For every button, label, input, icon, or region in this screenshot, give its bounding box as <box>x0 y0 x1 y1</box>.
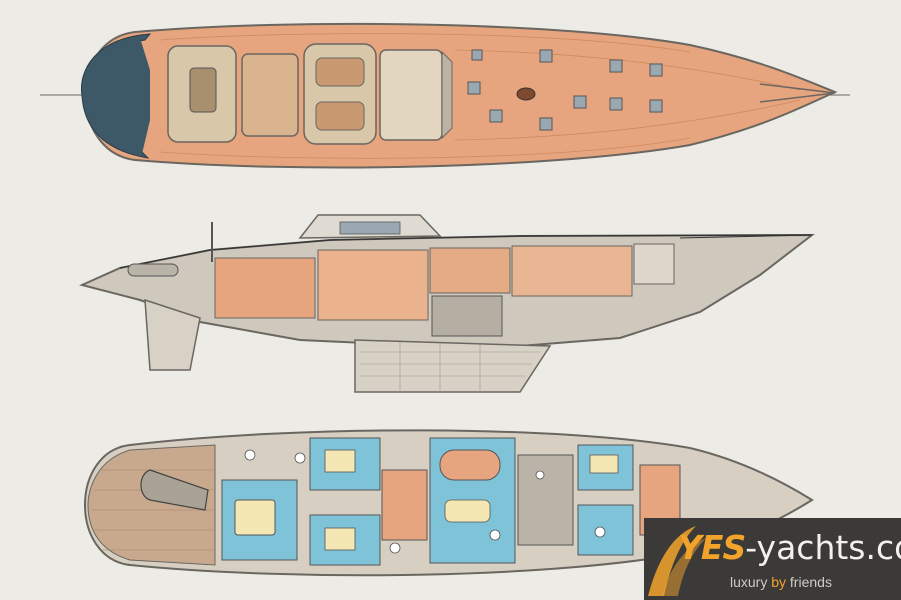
saloon-sofa <box>439 449 501 481</box>
steering-station <box>241 53 299 137</box>
forepeak-section <box>633 243 675 285</box>
guest-berth-1 <box>324 449 356 473</box>
galley <box>517 454 574 546</box>
profile-tender <box>127 263 179 277</box>
deck-stern-cap-fill <box>85 38 150 154</box>
brand-tagline-luxury: luxury <box>730 574 772 590</box>
aft-deck-teak <box>87 444 216 566</box>
bowsprit <box>759 83 836 103</box>
brand-logo-panel: YES-yachts.com luxury by friends <box>644 518 901 600</box>
crew-berth <box>589 454 619 474</box>
deckhouse <box>379 49 443 141</box>
brand-name-yes: YES <box>678 528 746 567</box>
deck-hatches <box>467 49 663 131</box>
aft-cockpit-table <box>189 67 217 113</box>
keel-grid <box>360 342 540 392</box>
aft-deck-planking <box>92 469 215 551</box>
brand-name-domain: -yachts.com <box>745 528 901 567</box>
brand-tagline: luxury by friends <box>730 574 832 590</box>
deckhouse-windscreen <box>441 50 453 140</box>
accommodation-plan-view <box>84 429 814 577</box>
profile-deck-line <box>119 234 813 269</box>
profile-bowsprit-rail <box>679 234 813 239</box>
crew-cabin-stbd <box>577 504 634 556</box>
saloon-table <box>444 499 491 523</box>
profile-windscreen <box>339 221 401 235</box>
aft-cabin-section <box>214 257 316 319</box>
guest-cockpit-seat <box>315 57 365 87</box>
keel <box>354 339 552 393</box>
engine-room <box>431 295 503 337</box>
guest-cabins-section <box>511 245 633 297</box>
profile-section-view <box>78 214 815 393</box>
brand-tagline-by: by <box>771 574 787 590</box>
guest-berth-2 <box>324 527 356 551</box>
guest-cockpit-seat-2 <box>315 101 365 131</box>
head-fixtures <box>244 449 606 554</box>
brand-tagline-friends: friends <box>786 574 832 590</box>
tender-dinghy <box>140 469 209 511</box>
rudder <box>144 298 201 371</box>
galley-section <box>429 247 511 294</box>
brand-name: YES-yachts.com <box>678 528 901 568</box>
deck-plan-view <box>40 22 850 169</box>
brand-swoosh-icon <box>648 526 706 596</box>
corridor <box>381 469 428 541</box>
mast-step <box>516 87 536 101</box>
owner-berth <box>234 499 276 536</box>
saloon-section <box>317 249 429 321</box>
